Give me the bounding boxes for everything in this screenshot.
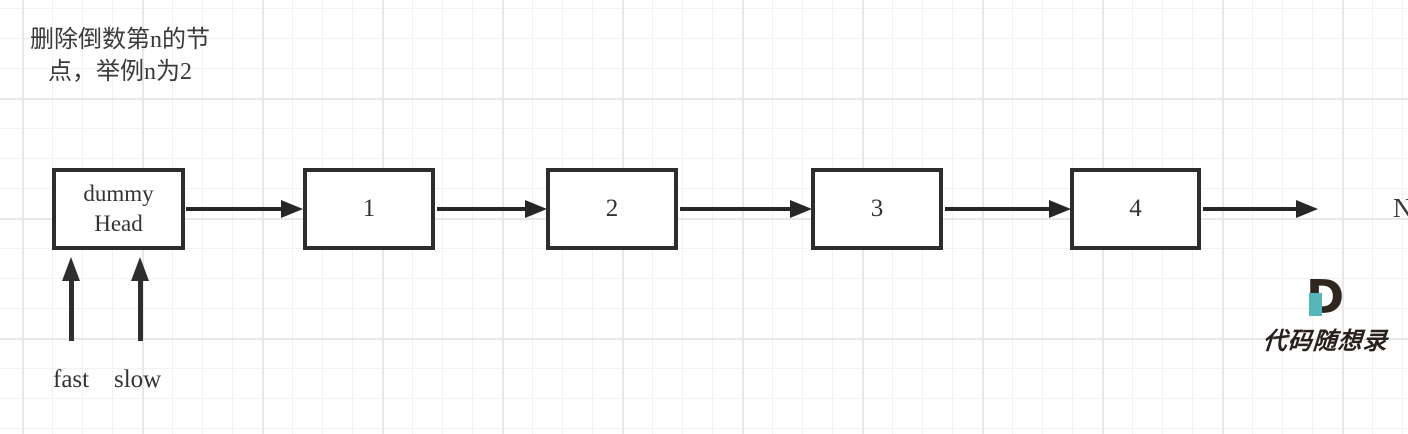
arrowhead-right-icon	[281, 200, 303, 218]
arrow-shaft	[138, 280, 143, 341]
arrow-shaft	[69, 280, 74, 341]
node-dummy-head-label-line1: dummy	[83, 181, 154, 206]
node-dummy-head-label-line2: Head	[94, 211, 143, 236]
diagram-title-line1: 删除倒数第n的节	[30, 27, 210, 53]
node-2-label: 2	[605, 195, 619, 222]
fast-pointer-label: fast	[53, 366, 90, 393]
arrow-shaft	[680, 207, 792, 211]
arrowhead-right-icon	[1049, 200, 1071, 218]
diagram-title-line2: 点，举例n为2	[48, 59, 192, 85]
arrow-shaft	[186, 207, 282, 211]
arrowhead-up-icon	[62, 257, 80, 281]
node-4: 4	[1070, 168, 1201, 250]
arrowhead-right-icon	[1296, 200, 1318, 218]
diagram-title: 删除倒数第n的节 点，举例n为2	[21, 24, 219, 88]
null-terminal-label: N	[1393, 193, 1408, 223]
arrowhead-right-icon	[790, 200, 812, 218]
node-4-label: 4	[1129, 195, 1142, 222]
logo-teal-accent	[1309, 293, 1322, 316]
node-1: 1	[303, 168, 435, 250]
arrowhead-up-icon	[131, 257, 149, 281]
arrowhead-right-icon	[525, 200, 547, 218]
slow-pointer-label: slow	[114, 366, 162, 393]
node-3-label: 3	[870, 195, 884, 222]
node-1-label: 1	[362, 195, 376, 222]
arrow-shaft	[1203, 207, 1298, 211]
arrow-shaft	[945, 207, 1051, 211]
arrow-shaft	[437, 207, 527, 211]
node-2: 2	[546, 168, 678, 250]
node-dummy-head: dummy Head	[52, 168, 185, 250]
logo-brand-text: 代码随想录	[1261, 329, 1389, 355]
node-3: 3	[811, 168, 943, 250]
